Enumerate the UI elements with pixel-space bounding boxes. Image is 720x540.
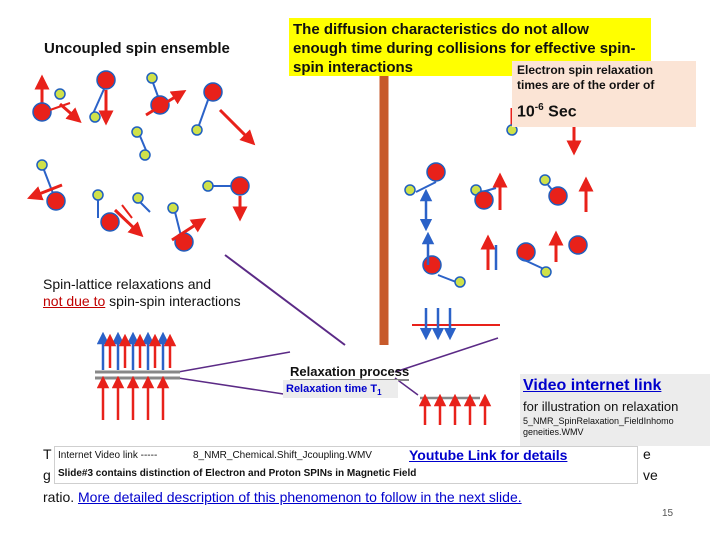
- page-number: 15: [662, 508, 673, 519]
- bottom-line3: ratio. More detailed description of this…: [43, 489, 522, 505]
- spin-pair: [93, 190, 138, 232]
- connector-line: [178, 352, 290, 372]
- spin-pair: [146, 73, 180, 115]
- connector-line: [395, 338, 498, 372]
- energy-level-diagram-left: [95, 338, 180, 420]
- spin-pair: [540, 175, 586, 212]
- title-uncoupled: Uncoupled spin ensemble: [44, 40, 230, 57]
- spin-pair: [471, 180, 500, 210]
- bottom-line1-end: e: [643, 446, 651, 462]
- value-unit: Sec: [544, 103, 577, 120]
- spin-lattice-line2: not due to spin-spin interactions: [43, 293, 241, 310]
- tooltip-file[interactable]: 8_NMR_Chemical.Shift_Jcoupling.WMV: [193, 450, 372, 461]
- video-link-file[interactable]: 5_NMR_SpinRelaxation_FieldInhomo geneiti…: [523, 416, 705, 438]
- electron-note-line1: Electron spin relaxation: [517, 63, 691, 78]
- bottom-line1-start: T: [43, 446, 52, 462]
- spin-pair: [203, 177, 249, 214]
- next-slide-link[interactable]: More detailed description of this phenom…: [78, 489, 522, 505]
- connector-line: [178, 378, 290, 395]
- spin-pair: [569, 236, 587, 254]
- spin-pair: [192, 83, 250, 140]
- spin-lattice-emph: not due to: [43, 293, 105, 309]
- spin-pair: [405, 163, 445, 225]
- connector-line: [225, 255, 345, 345]
- relaxation-time-label: Relaxation time T1: [283, 380, 398, 398]
- video-internet-link[interactable]: Video internet link: [523, 377, 661, 395]
- value-exponent: -6: [535, 102, 544, 113]
- spin-pair: [34, 160, 65, 210]
- electron-note-line2: times are of the order of: [517, 78, 691, 93]
- relaxation-time-text: Relaxation time T: [286, 383, 377, 395]
- relaxation-process-label: Relaxation process: [290, 364, 409, 381]
- spin-pair: [488, 242, 496, 270]
- bottom-line3-start: ratio.: [43, 489, 78, 505]
- value-base: 10: [517, 103, 535, 120]
- spin-lattice-line1: Spin-lattice relaxations and: [43, 276, 241, 293]
- spin-lattice-rest: spin-spin interactions: [105, 293, 240, 309]
- spin-pair: [90, 71, 115, 122]
- tooltip-prefix: Internet Video link -----: [58, 450, 157, 461]
- spin-pair: [168, 203, 200, 251]
- youtube-link[interactable]: Youtube Link for details: [409, 447, 567, 463]
- spin-pair: [132, 127, 150, 160]
- bottom-line2-end: ve: [643, 467, 658, 483]
- tooltip-overlay: Internet Video link ----- 8_NMR_Chemical…: [54, 446, 638, 484]
- spin-lattice-note: Spin-lattice relaxations and not due to …: [43, 276, 241, 310]
- video-link-description: for illustration on relaxation: [523, 399, 678, 414]
- electron-note-value: 10-6 Sec: [517, 97, 691, 123]
- spin-pair: [33, 82, 76, 121]
- spin-pair: [133, 193, 150, 212]
- relaxation-time-sub: 1: [377, 388, 381, 397]
- electron-relaxation-note: Electron spin relaxation times are of th…: [512, 61, 696, 127]
- bottom-line2-start: g: [43, 467, 51, 483]
- tooltip-slide-note: Slide#3 contains distinction of Electron…: [58, 468, 416, 479]
- spin-pair: [517, 238, 556, 277]
- spin-pair: [423, 238, 465, 287]
- energy-level-diagram-right: [412, 308, 500, 425]
